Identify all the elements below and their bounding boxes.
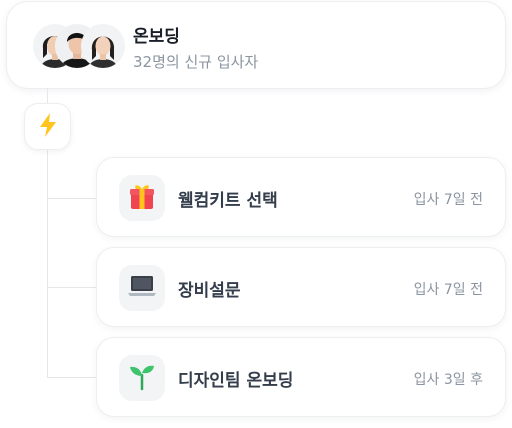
task-icon-box — [119, 265, 165, 311]
timeline-branch — [47, 198, 97, 199]
timeline-connector — [47, 88, 48, 378]
gift-icon — [127, 181, 157, 215]
task-title: 웰컴키트 선택 — [178, 191, 278, 211]
task-title: 장비설문 — [178, 281, 241, 301]
task-timing: 입사 3일 후 — [413, 372, 483, 388]
task-title: 디자인팀 온보딩 — [178, 371, 294, 391]
task-timing: 입사 7일 전 — [413, 192, 483, 208]
timeline-branch — [47, 287, 97, 288]
page-title: 온보딩 — [133, 27, 180, 47]
avatar-group — [33, 24, 133, 68]
avatar — [81, 24, 125, 68]
sprout-icon — [127, 361, 157, 395]
task-icon-box — [119, 355, 165, 401]
task-icon-box — [119, 175, 165, 221]
task-card-welcome-kit[interactable]: 웰컴키트 선택 입사 7일 전 — [96, 157, 506, 237]
onboarding-header-card[interactable]: 온보딩 32명의 신규 입사자 — [6, 1, 506, 89]
trigger-node[interactable] — [24, 103, 71, 150]
lightning-icon — [37, 112, 59, 142]
laptop-icon — [127, 273, 157, 303]
task-card-equipment-survey[interactable]: 장비설문 입사 7일 전 — [96, 247, 506, 327]
new-hire-count: 32명의 신규 입사자 — [133, 53, 259, 71]
task-card-design-onboarding[interactable]: 디자인팀 온보딩 입사 3일 후 — [96, 337, 506, 417]
timeline-branch — [47, 377, 97, 378]
task-timing: 입사 7일 전 — [413, 282, 483, 298]
